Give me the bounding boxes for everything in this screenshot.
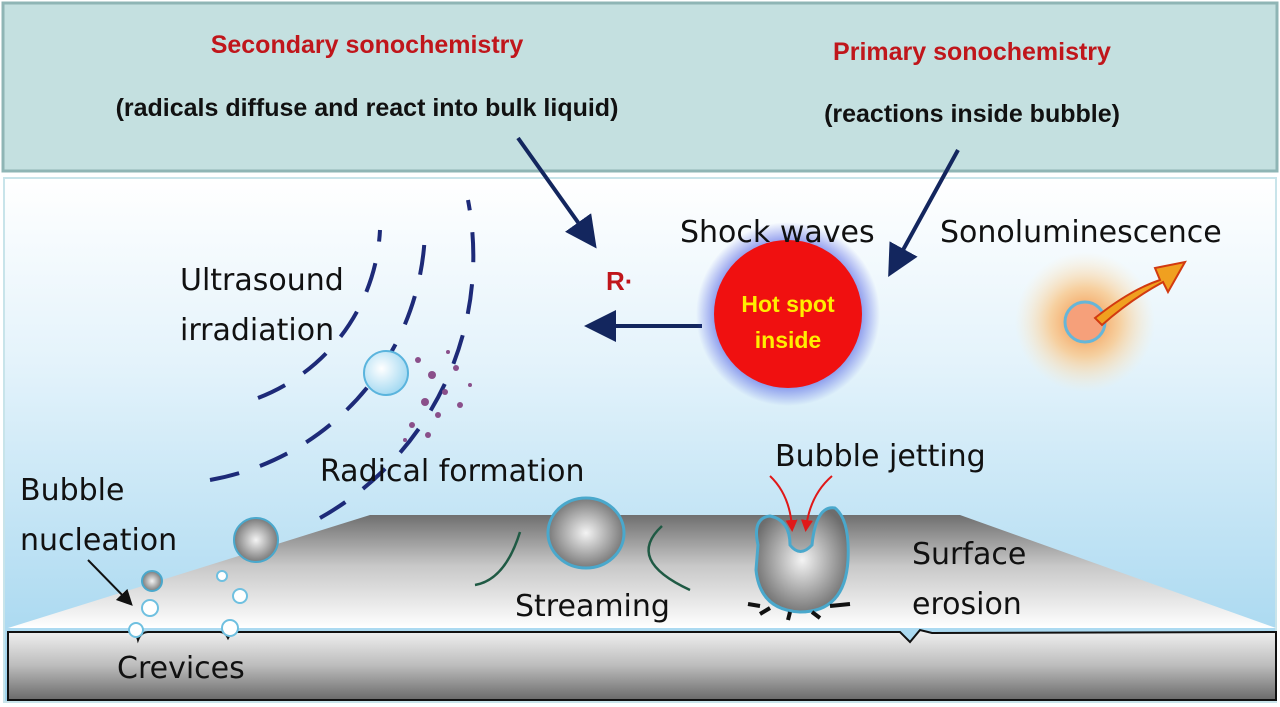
radical-formation-label: Radical formation (320, 454, 585, 489)
primary-arrow-icon (888, 149, 960, 278)
erosion-pit-icon (747, 602, 851, 621)
small-bubble-icon (141, 570, 163, 592)
hot-spot-label-1: Hot spot (741, 291, 835, 317)
crevices-label: Crevices (117, 651, 245, 686)
streaming-bubble-icon (546, 496, 626, 570)
ultrasound-label-1: Ultrasound (180, 263, 344, 298)
surface-erosion-label-1: Surface (912, 537, 1026, 572)
bubble-jetting-label: Bubble jetting (775, 439, 986, 474)
nucleation-label-2: nucleation (20, 523, 177, 558)
shock-waves-label: Shock waves (680, 215, 875, 250)
streaming-flow-icon (474, 525, 691, 592)
hot-spot-bubble (714, 240, 862, 388)
radical-particles-icon (403, 350, 472, 442)
solid-surface (8, 515, 1276, 628)
nucleation-label-1: Bubble (20, 473, 124, 508)
nucleation-arrow-icon (87, 559, 133, 606)
secondary-sonochemistry-desc: (radicals diffuse and react into bulk li… (116, 94, 619, 122)
radical-symbol: R· (606, 266, 633, 296)
sonoluminescence-label: Sonoluminescence (940, 215, 1222, 250)
micro-bubbles-icon (128, 570, 248, 638)
ultrasound-label-2: irradiation (180, 313, 334, 348)
primary-sonochemistry-title: Primary sonochemistry (833, 38, 1111, 66)
radical-bubble-icon (363, 350, 409, 396)
primary-sonochemistry-desc: (reactions inside bubble) (824, 100, 1120, 128)
ultrasound-waves-icon (209, 199, 476, 520)
secondary-arrow-icon (516, 136, 597, 249)
jet-arrows-icon (769, 475, 833, 532)
nucleated-bubble-icon (233, 517, 279, 563)
light-emission-arrow-icon (1093, 260, 1187, 327)
secondary-sonochemistry-title: Secondary sonochemistry (211, 31, 524, 59)
jetting-bubble-icon (754, 506, 850, 614)
hot-spot-label-2: inside (755, 327, 821, 353)
streaming-label: Streaming (515, 589, 670, 624)
header-panel (1, 1, 1279, 173)
surface-erosion-label-2: erosion (912, 587, 1022, 622)
